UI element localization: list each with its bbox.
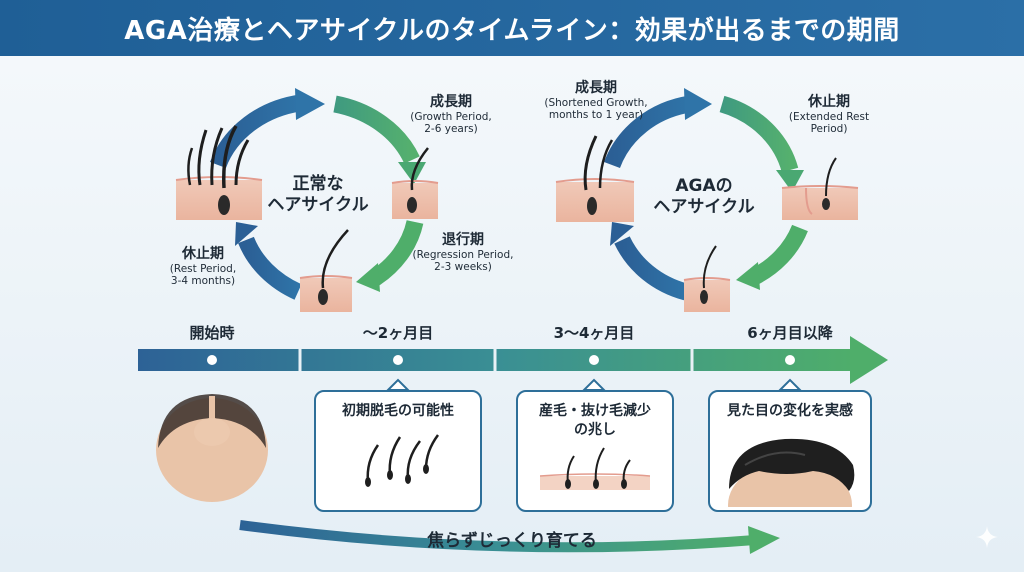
aga-scalp-growth	[555, 135, 635, 222]
normal-cycle-title: 正常な ヘアサイクル	[267, 174, 369, 216]
aga-scalp-rest	[781, 157, 859, 220]
timeline-bar	[138, 336, 888, 384]
normal-growth-label: 成長期 (Growth Period, 2-6 years)	[410, 94, 492, 136]
normal-cycle-arrows	[210, 88, 426, 300]
sparkle-icon	[976, 526, 998, 548]
box-initial-shedding: 初期脱毛の可能性	[314, 390, 482, 512]
stage-label-2-months: 〜2ヶ月目	[362, 324, 434, 342]
stage-label-3-4-months: 3〜4ヶ月目	[553, 324, 635, 342]
hair-cycle-diagram	[138, 88, 888, 554]
normal-scalp-regression	[299, 229, 353, 312]
stage-label-start: 開始時	[189, 324, 235, 342]
aga-growth-label: 成長期 (Shortened Growth, months to 1 year)	[544, 80, 648, 122]
timeline-dot-start	[207, 355, 217, 365]
normal-scalp-growth	[391, 147, 439, 219]
shedding-hairs-icon	[365, 434, 440, 487]
bottom-message: 焦らずじっくり育てる	[427, 531, 597, 551]
aga-cycle-title: AGAの ヘアサイクル	[653, 176, 755, 218]
normal-regression-label: 退行期 (Regression Period, 2-3 weeks)	[412, 232, 514, 274]
box-visible-change: 見た目の変化を実感	[708, 390, 872, 549]
thinning-head-illustration	[156, 394, 268, 502]
stage-label-6-months: 6ヶ月目以降	[747, 324, 833, 342]
normal-scalp-thick	[175, 125, 263, 220]
timeline-dot-6m	[785, 355, 795, 365]
timeline-dot-3-4m	[589, 355, 599, 365]
full-hair-head-icon	[728, 438, 855, 549]
normal-rest-label: 休止期 (Rest Period, 3-4 months)	[169, 246, 237, 288]
page-title: AGA治療とヘアサイクルのタイムライン：効果が出るまでの期間	[0, 0, 1024, 56]
timeline-dot-2m	[393, 355, 403, 365]
aga-rest-label: 休止期 (Extended Rest Period)	[788, 94, 870, 136]
box-new-growth-signs: 産毛・抜け毛減少 の兆し	[516, 390, 674, 512]
vellus-hair-icon	[539, 447, 651, 490]
aga-cycle-arrows	[604, 88, 808, 301]
bottom-growth-arrow	[239, 520, 780, 554]
aga-scalp-regression	[683, 245, 731, 312]
